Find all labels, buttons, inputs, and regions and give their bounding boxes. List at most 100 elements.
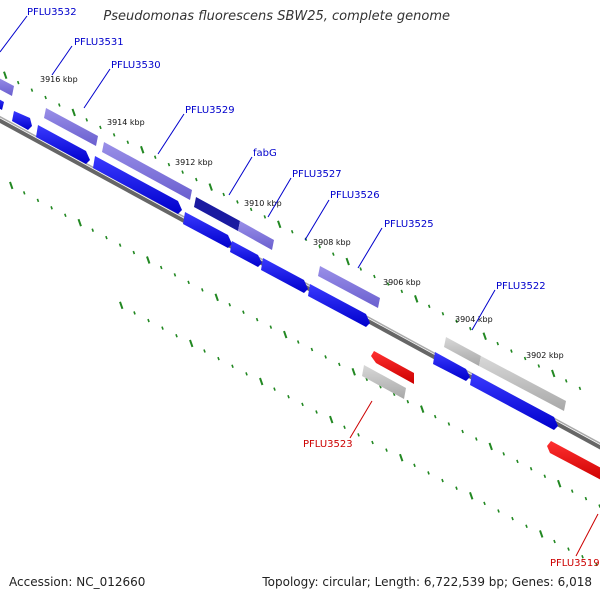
- gene-label-fabg[interactable]: fabG: [253, 148, 277, 159]
- minor-tick: [385, 448, 388, 452]
- reverse-gene-arrow[interactable]: [371, 351, 414, 384]
- forward-gene-arrow[interactable]: [261, 258, 308, 293]
- pseudo-gene-block[interactable]: [362, 365, 406, 399]
- minor-tick: [441, 478, 444, 483]
- minor-tick: [406, 399, 410, 404]
- reverse-gene-track: [362, 351, 600, 482]
- minor-tick: [91, 228, 95, 232]
- genome-summary: Topology: circular; Length: 6,722,539 bp…: [262, 575, 592, 589]
- minor-tick: [525, 524, 528, 529]
- minor-tick: [167, 162, 171, 167]
- reverse-gene-arrow[interactable]: [547, 441, 600, 482]
- minor-tick: [497, 509, 500, 513]
- forward-gene-arrow[interactable]: [12, 111, 32, 130]
- gene-label-pflu3532[interactable]: PFLU3532: [27, 7, 77, 18]
- forward-gene-arrow[interactable]: [308, 284, 370, 327]
- major-tick: [9, 181, 14, 190]
- minor-tick: [255, 317, 259, 322]
- tick-label: 3902 kbp: [526, 351, 564, 360]
- minor-tick: [447, 422, 451, 426]
- minor-tick: [433, 414, 437, 419]
- forward-gene-arrow[interactable]: [230, 241, 262, 267]
- tick-label: 3910 kbp: [244, 199, 282, 208]
- minor-tick: [263, 215, 267, 219]
- cds-feature[interactable]: [238, 221, 274, 250]
- minor-tick: [523, 356, 527, 361]
- forward-gene-arrow[interactable]: [183, 212, 232, 248]
- major-tick: [399, 453, 404, 462]
- gene-label-pflu3526[interactable]: PFLU3526: [330, 190, 380, 201]
- minor-tick: [58, 103, 61, 107]
- minor-tick: [315, 410, 318, 414]
- minor-tick: [553, 539, 556, 544]
- cds-feature[interactable]: [318, 266, 380, 308]
- minor-tick: [427, 304, 431, 309]
- minor-tick: [217, 356, 220, 361]
- gene-label-pflu3525[interactable]: PFLU3525: [384, 219, 434, 230]
- minor-tick: [455, 486, 458, 490]
- minor-tick: [475, 437, 478, 441]
- major-tick: [351, 368, 356, 376]
- minor-tick: [161, 326, 164, 330]
- minor-tick: [249, 207, 253, 212]
- forward-label-leaders: [0, 15, 496, 331]
- minor-tick: [529, 467, 533, 471]
- minor-tick: [133, 311, 136, 315]
- major-tick: [277, 220, 282, 229]
- minor-tick: [338, 362, 341, 367]
- cds-feature[interactable]: [102, 142, 192, 200]
- cds-feature[interactable]: [0, 76, 14, 96]
- major-tick: [482, 332, 487, 340]
- minor-tick: [516, 459, 519, 464]
- minor-tick: [30, 88, 34, 92]
- forward-gene-arrow[interactable]: [93, 156, 182, 214]
- major-tick: [420, 405, 425, 413]
- gene-label-pflu3523[interactable]: PFLU3523: [303, 439, 353, 450]
- minor-tick: [181, 170, 184, 174]
- minor-tick: [537, 364, 541, 368]
- minor-tick: [310, 347, 314, 352]
- gene-label-pflu3519[interactable]: PFLU3519: [550, 558, 600, 569]
- tick-label: 3914 kbp: [107, 118, 145, 127]
- minor-tick: [132, 250, 136, 255]
- gene-label-pflu3522[interactable]: PFLU3522: [496, 281, 546, 292]
- minor-tick: [296, 340, 300, 344]
- cds-feature[interactable]: [44, 108, 98, 146]
- tick-marks-outer: [3, 71, 582, 391]
- forward-gene-arrow[interactable]: [0, 97, 4, 110]
- forward-gene-arrow[interactable]: [433, 352, 470, 381]
- major-tick: [214, 293, 219, 302]
- gene-label-pflu3527[interactable]: PFLU3527: [292, 169, 342, 180]
- reverse-label-leaders: [349, 400, 599, 557]
- minor-tick: [357, 433, 360, 437]
- minor-tick: [36, 198, 40, 203]
- minor-tick: [118, 243, 122, 247]
- cds-feature[interactable]: [194, 197, 240, 231]
- minor-tick: [99, 125, 102, 130]
- minor-tick: [236, 200, 239, 204]
- minor-tick: [359, 267, 363, 271]
- forward-gene-track: [0, 97, 558, 430]
- minor-tick: [496, 341, 500, 346]
- minor-tick: [231, 364, 234, 369]
- forward-gene-labels: PFLU3532 PFLU3531 PFLU3530 PFLU3529 fabG…: [27, 7, 546, 292]
- minor-tick: [595, 562, 598, 567]
- gene-label-pflu3531[interactable]: PFLU3531: [74, 37, 124, 48]
- gene-label-pflu3530[interactable]: PFLU3530: [111, 60, 161, 71]
- major-tick: [557, 479, 562, 488]
- minor-tick: [441, 312, 445, 316]
- cds-feature[interactable]: [444, 337, 481, 366]
- minor-tick: [44, 95, 47, 100]
- forward-gene-arrow[interactable]: [470, 373, 558, 430]
- major-tick: [345, 257, 350, 266]
- minor-tick: [581, 554, 584, 559]
- major-tick: [77, 218, 82, 227]
- minor-tick: [105, 235, 108, 240]
- major-tick: [189, 339, 194, 348]
- gene-label-pflu3529[interactable]: PFLU3529: [185, 105, 235, 116]
- forward-gene-arrow[interactable]: [36, 125, 90, 164]
- major-tick: [329, 415, 334, 424]
- cds-track: [0, 76, 566, 411]
- cds-feature[interactable]: [479, 356, 566, 411]
